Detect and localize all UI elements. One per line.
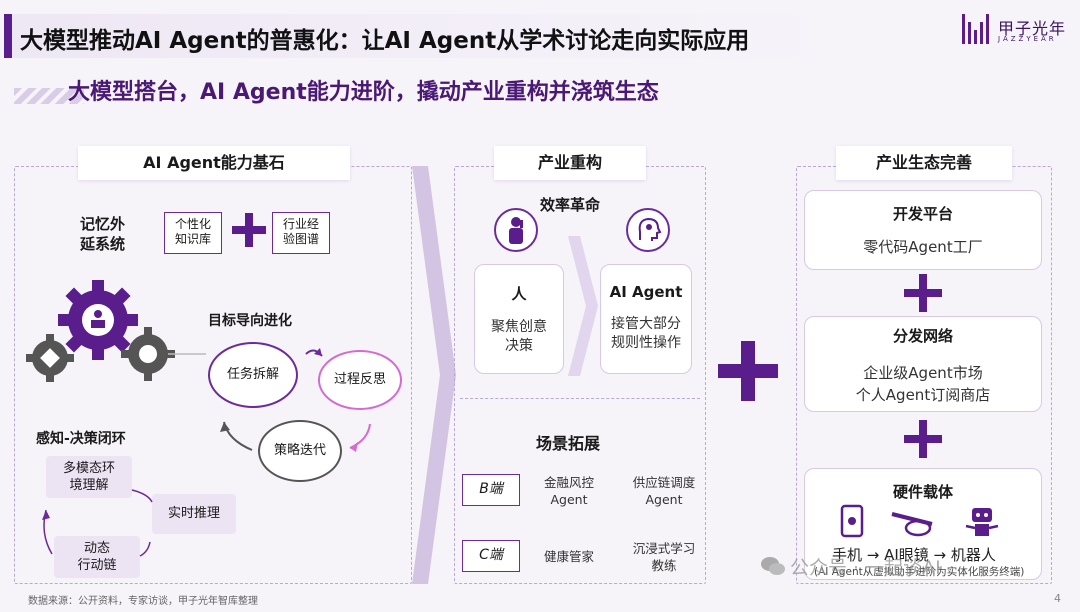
phone-icon [840, 504, 864, 538]
wechat-icon [761, 557, 785, 575]
ai-head-icon [626, 208, 670, 252]
capability-section-title: AI Agent能力基石 [78, 146, 350, 180]
multimodal-pill: 多模态环 境理解 [46, 456, 132, 498]
agent-desc: 接管大部分 规则性操作 [611, 316, 681, 351]
logo-subtext: JAZZYEAR [998, 35, 1057, 43]
b-finance-text: 金融风控 Agent [543, 475, 594, 507]
efficiency-label: 效率革命 [540, 196, 601, 214]
page-subtitle: 大模型搭台，AI Agent能力进阶，撬动产业重构并浇筑生态 [68, 80, 659, 105]
distribution-title: 分发网络 [892, 327, 953, 345]
b-supply-text: 供应链调度 Agent [632, 475, 696, 507]
agent-card: AI Agent 接管大部分 规则性操作 [600, 264, 692, 374]
perception-loop-label: 感知-决策闭环 [36, 431, 126, 447]
human-desc: 聚焦创意 决策 [491, 319, 547, 354]
hardware-icons [840, 504, 999, 538]
hardware-title: 硬件载体 [892, 483, 953, 501]
cycle-arrows-icon [220, 348, 371, 452]
realtime-reasoning-pill: 实时推理 [152, 494, 236, 534]
title-accent-bar [4, 14, 12, 58]
watermark-text: 公众号 · 一起谈AI [790, 557, 941, 579]
industry-graph-tag: 行业经 验图谱 [272, 212, 330, 254]
c-learning-text: 沉浸式学习 教练 [632, 541, 696, 573]
plus-icon-vertical [919, 274, 927, 312]
logo-text: 甲子光年 [998, 19, 1067, 38]
plus-icon-vertical [919, 420, 927, 458]
ai-glasses-icon [891, 512, 933, 537]
b-end-tag: B端 [462, 474, 520, 506]
task-decompose-bubble: 任务拆解 [208, 342, 298, 408]
goal-evolution-label: 目标导向进化 [208, 313, 292, 329]
agent-title: AI Agent [609, 283, 683, 301]
flow-chevron-icon [412, 166, 456, 584]
strategy-iterate-bubble: 策略迭代 [258, 420, 342, 482]
dynamic-action-pill: 动态 行动链 [54, 536, 140, 578]
page-title: 大模型推动AI Agent的普惠化：让AI Agent从学术讨论走向实际应用 [20, 28, 750, 54]
plus-icon-vertical [245, 213, 253, 247]
distribution-desc: 企业级Agent市场 个人Agent订阅商店 [855, 364, 991, 404]
person-icon [494, 208, 538, 252]
gears-icon [26, 280, 206, 382]
ecosystem-section-title: 产业生态完善 [836, 146, 1012, 180]
hardware-desc: 手机 → AI眼镜 → 机器人 [832, 546, 996, 564]
page-number: 4 [1054, 592, 1061, 605]
hardware-card: 硬件载体 [804, 468, 1042, 580]
industry-section-title: 产业重构 [494, 146, 646, 180]
robot-icon [965, 508, 999, 536]
logo-icon [962, 14, 992, 44]
process-reflect-bubble: 过程反思 [318, 350, 402, 410]
memory-label: 记忆外 延系统 [80, 215, 126, 253]
loop-arrows-icon [42, 489, 153, 557]
scene-label: 场景拓展 [536, 434, 601, 453]
dev-platform-card: 开发平台 零代码Agent工厂 [804, 190, 1042, 270]
arrow-right-icon [568, 236, 598, 376]
human-title: 人 [511, 285, 527, 303]
title-background [12, 14, 832, 58]
c-health-text: 健康管家 [543, 549, 594, 564]
distribution-card: 分发网络 企业级Agent市场 个人Agent订阅商店 [804, 316, 1042, 412]
hardware-note: (AI Agent从虚拟助手进阶为实体化服务终端) [814, 566, 1025, 578]
c-end-tag: C端 [462, 540, 520, 572]
footer-source: 数据来源：公开资料，专家访谈，甲子光年智库整理 [28, 596, 258, 607]
personal-knowledge-tag: 个性化 知识库 [164, 212, 222, 254]
dev-platform-desc: 零代码Agent工厂 [863, 238, 983, 256]
dev-platform-title: 开发平台 [892, 205, 953, 223]
section-divider [460, 398, 700, 399]
big-plus-icon-vertical [741, 341, 755, 401]
human-card: 人 聚焦创意 决策 [474, 264, 564, 374]
subtitle-decoration [14, 88, 84, 104]
